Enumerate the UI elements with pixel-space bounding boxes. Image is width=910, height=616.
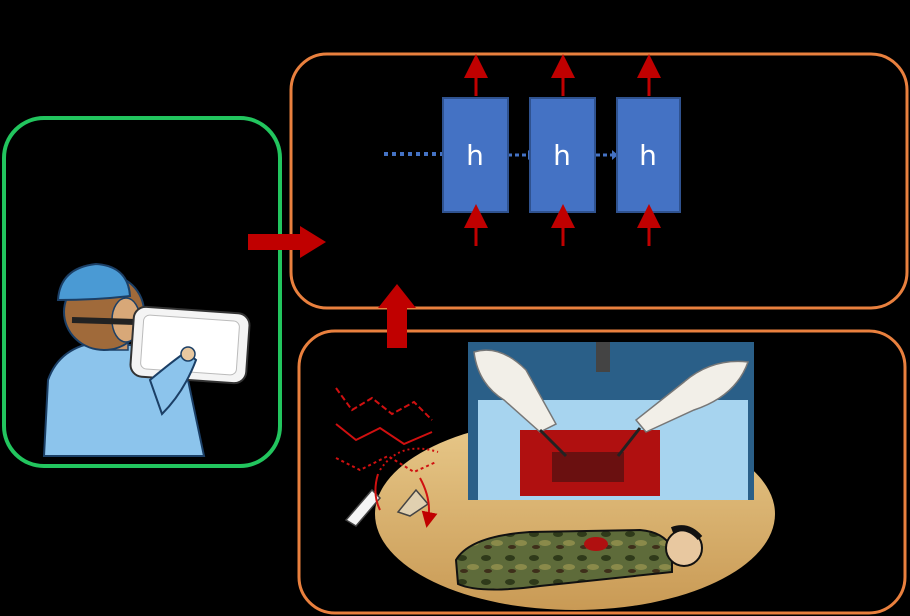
simulation-panel: [297, 329, 907, 615]
cell-label: h: [639, 139, 657, 172]
recurrent-link-head: [612, 150, 618, 160]
model-panel: [289, 52, 909, 310]
rnn-cell-1: h: [442, 97, 509, 213]
surgical-instrument-icon: [344, 473, 438, 528]
surgeon-with-tablet-illustration: [42, 262, 251, 457]
cell-label: h: [466, 139, 484, 172]
input-to-model-arrow: [248, 226, 326, 258]
input-panel: [2, 116, 282, 468]
surgical-trainer-photo: [468, 342, 754, 500]
rnn-cell-2: h: [529, 97, 596, 213]
simulation-scene: [335, 342, 775, 610]
soldier-casualty-illustration: [454, 525, 703, 591]
simulation-to-model-arrow: [378, 284, 416, 348]
rnn-cell-3: h: [616, 97, 681, 213]
cell-label: h: [553, 139, 571, 172]
signal-traces-icon: [335, 387, 439, 474]
